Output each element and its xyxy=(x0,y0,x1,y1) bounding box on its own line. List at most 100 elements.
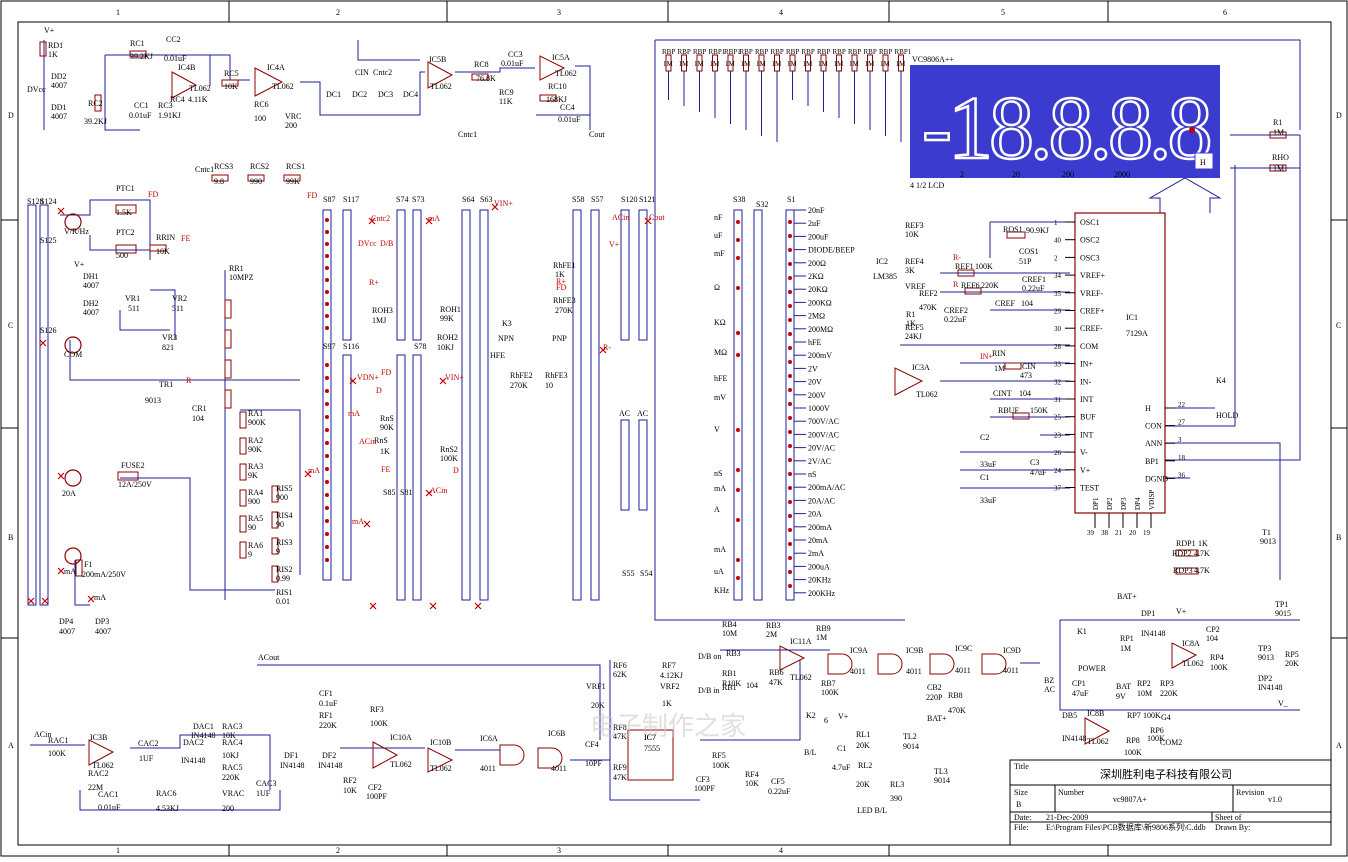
range-left-label: nS xyxy=(714,469,722,478)
component-label: 99K xyxy=(440,314,454,323)
component-label: IC3A xyxy=(912,363,930,372)
component-label: 10K xyxy=(343,786,357,795)
component-label: 2M xyxy=(766,630,777,639)
ic3b-symbol xyxy=(88,739,115,766)
ic1-pin-name: OSC2 xyxy=(1080,236,1100,245)
net-label: R xyxy=(953,280,959,289)
ic1-pin-number: 33 xyxy=(1054,361,1062,369)
watermark: 电子制作之家 xyxy=(590,712,746,741)
net-label: D xyxy=(453,466,459,475)
range-label: 200Ω xyxy=(808,259,826,268)
col-label-top-2: 2 xyxy=(336,8,340,17)
component-label: 470K xyxy=(919,303,937,312)
component-label: RP6 xyxy=(1150,726,1164,735)
ic5b-symbol xyxy=(427,61,454,89)
lcd-range-2000: 2000 xyxy=(1114,170,1130,179)
ic1-pin-name: DP4 xyxy=(1134,497,1142,510)
component-label: S38 xyxy=(733,195,745,204)
component-label: 10K xyxy=(222,731,236,740)
component-label: CIN xyxy=(355,68,369,77)
component-label: RF4 xyxy=(745,770,759,779)
ic1-pin-number: 25 xyxy=(1054,414,1062,422)
row-label-left-c: C xyxy=(8,321,13,330)
component-label: RIN xyxy=(992,349,1006,358)
component-label: REF1 xyxy=(955,262,974,271)
range-label: 20nF xyxy=(808,206,825,215)
component-label: 47K xyxy=(613,732,627,741)
ladder-label: RBP xyxy=(864,48,877,56)
component-label: AC xyxy=(1044,685,1055,694)
range-label: 20KHz xyxy=(808,576,832,585)
component-label: K4 xyxy=(1216,376,1226,385)
ladder-value: 1M xyxy=(849,60,860,68)
component-label: RR1 xyxy=(229,264,244,273)
ladder-label: RBP xyxy=(833,48,846,56)
component-label: REF2 xyxy=(919,289,938,298)
component-label: IC8B xyxy=(1087,709,1104,718)
component-label: RL2 xyxy=(858,761,872,770)
component-label: BAT+ xyxy=(927,714,947,723)
component-label: S74 xyxy=(396,195,408,204)
ic1-pin-name: H xyxy=(1145,404,1151,413)
component-label: 4007 xyxy=(51,81,67,90)
component-label: CC3 xyxy=(508,50,523,59)
range-left-label: mA xyxy=(714,545,726,554)
ladder-value: 1M xyxy=(725,60,736,68)
component-label: RDP3 xyxy=(1173,566,1193,575)
component-label: 220K xyxy=(981,281,999,290)
component-label: V_ xyxy=(1278,699,1289,708)
range-label: DIODE/BEEP xyxy=(808,246,855,255)
ladder-label: RBP xyxy=(740,48,753,56)
component-label: 0.01uF xyxy=(164,54,187,63)
terminal-com xyxy=(64,336,82,354)
range-label: 200uF xyxy=(808,232,829,241)
net-label: VDN+ xyxy=(357,373,379,382)
component-label: CIN xyxy=(1022,362,1036,371)
component-label: RP7 xyxy=(1127,711,1141,720)
ic4a-symbol xyxy=(254,67,284,97)
component-label: TL062 xyxy=(790,673,812,682)
component-label: C1 xyxy=(837,744,846,753)
component-label: 200 xyxy=(222,804,234,813)
component-label: 1K xyxy=(662,699,672,708)
component-label: CC1 xyxy=(134,101,149,110)
component-label: AC xyxy=(619,409,630,418)
component-label: CC4 xyxy=(560,103,575,112)
component-label: S87 xyxy=(323,195,335,204)
component-label: RIS4 xyxy=(276,511,292,520)
net-label: FD xyxy=(148,190,158,199)
component-label: DH2 xyxy=(83,299,99,308)
lcd-display: VC9806A++ 4 1/2 LCD -18.8.8.8 2 20 200 2… xyxy=(910,55,1220,190)
component-label: RC4 xyxy=(170,95,185,104)
range-left-label: KΩ xyxy=(714,318,726,327)
component-label: S117 xyxy=(343,195,359,204)
component-label: RBUF xyxy=(998,406,1019,415)
net-label: R xyxy=(186,376,192,385)
component-label: TP3 xyxy=(1258,644,1271,653)
range-label: 200uA xyxy=(808,562,830,571)
ic1-pin-name: BUF xyxy=(1080,413,1096,422)
ladder-value: 1M xyxy=(880,60,891,68)
component-label: 4011 xyxy=(480,764,496,773)
range-left-label: V xyxy=(714,425,720,434)
component-label: TL062 xyxy=(1087,737,1109,746)
component-label: RA1 xyxy=(248,409,263,418)
ic11a-symbol xyxy=(779,645,806,671)
range-label: 20V/AC xyxy=(808,444,835,453)
component-label: 9 xyxy=(248,550,252,559)
row-label-right-b: B xyxy=(1336,533,1341,542)
row-markers: D C B A D C B A xyxy=(1,111,1347,750)
component-label: 104 xyxy=(192,414,204,423)
range-label: 200V xyxy=(808,391,826,400)
component-label: RAC2 xyxy=(88,769,108,778)
ic1-part: 7129A xyxy=(1126,329,1148,338)
component-label: S116 xyxy=(343,342,359,351)
component-label: RB7 xyxy=(821,679,836,688)
range-label: 700V/AC xyxy=(808,417,839,426)
ladder-label: RBP xyxy=(802,48,815,56)
range-label: 20KΩ xyxy=(808,285,828,294)
component-label: CF4 xyxy=(585,740,599,749)
component-label: 4.7uF xyxy=(832,763,851,772)
component-label: 1M xyxy=(1273,128,1284,137)
component-label: 4011 xyxy=(906,667,922,676)
